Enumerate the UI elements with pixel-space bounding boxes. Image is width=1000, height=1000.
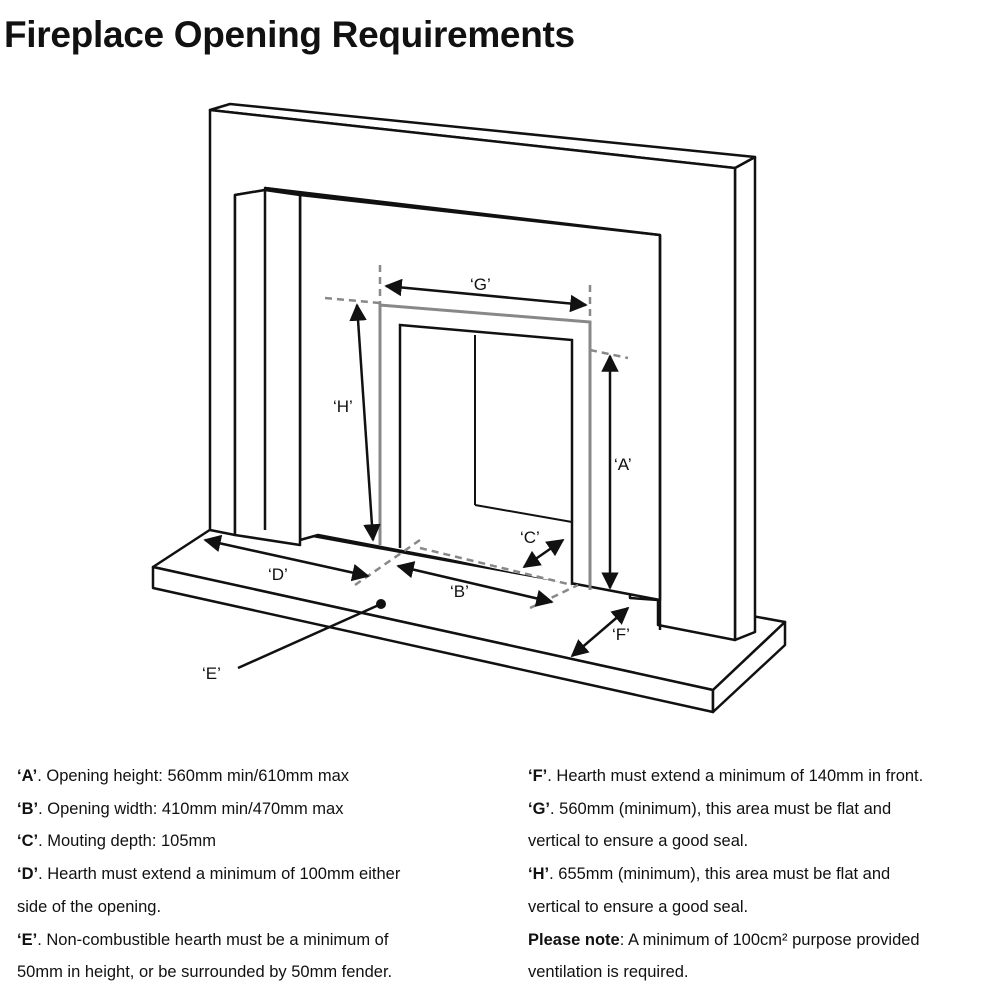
label-h: ‘H’ [333,397,353,416]
note-a: ‘A’. Opening height: 560mm min/610mm max [17,767,349,785]
left-leg [233,188,302,547]
dim-g-arrow [384,278,588,313]
note-d-cont: side of the opening. [17,897,162,916]
note-g-cont: vertical to ensure a good seal. [528,832,749,851]
label-a: ‘A’ [614,455,632,474]
notes-right: ‘F’. Hearth must extend a minimum of 140… [528,760,923,989]
label-g: ‘G’ [470,275,491,294]
label-d: ‘D’ [268,565,288,584]
dim-f-arrow [570,606,630,658]
hearth-side [711,620,787,714]
label-e: ‘E’ [202,664,221,683]
note-e-cont: 50mm in height, or be surrounded by 50mm… [17,963,393,982]
note-f: ‘F’. Hearth must extend a minimum of 140… [528,767,924,785]
mantel-side [733,155,757,642]
label-b: ‘B’ [450,582,469,601]
opening-inner [398,323,574,585]
note-h: ‘H’. 655mm (minimum), this area must be … [528,865,891,884]
dim-h-arrow [349,303,381,542]
note-h-cont: vertical to ensure a good seal. [528,897,749,916]
note-g: ‘G’. 560mm (minimum), this area must be … [528,799,892,818]
dim-b-arrow [396,561,554,607]
page-title: Fireplace Opening Requirements [4,14,575,55]
note-b: ‘B’. Opening width: 410mm min/470mm max [17,799,344,818]
note-c: ‘C’. Mouting depth: 105mm [17,832,217,851]
notes-left: ‘A’. Opening height: 560mm min/610mm max… [17,760,400,989]
label-c: ‘C’ [520,528,540,547]
note-d: ‘D’. Hearth must extend a minimum of 100… [17,865,401,884]
dim-d-arrow [203,534,370,582]
note-please-cont: ventilation is required. [528,963,689,982]
dim-e-point [376,599,386,609]
dim-e-leader [237,602,382,670]
fireplace-diagram: ‘G’ ‘H’ ‘A’ ‘C’ ‘D’ ‘B’ ‘F’ ‘E’ [151,102,787,714]
note-e: ‘E’. Non-combustible hearth must be a mi… [17,930,389,949]
note-please: Please note: A minimum of 100cm² purpose… [528,930,920,949]
label-f: ‘F’ [612,625,630,644]
